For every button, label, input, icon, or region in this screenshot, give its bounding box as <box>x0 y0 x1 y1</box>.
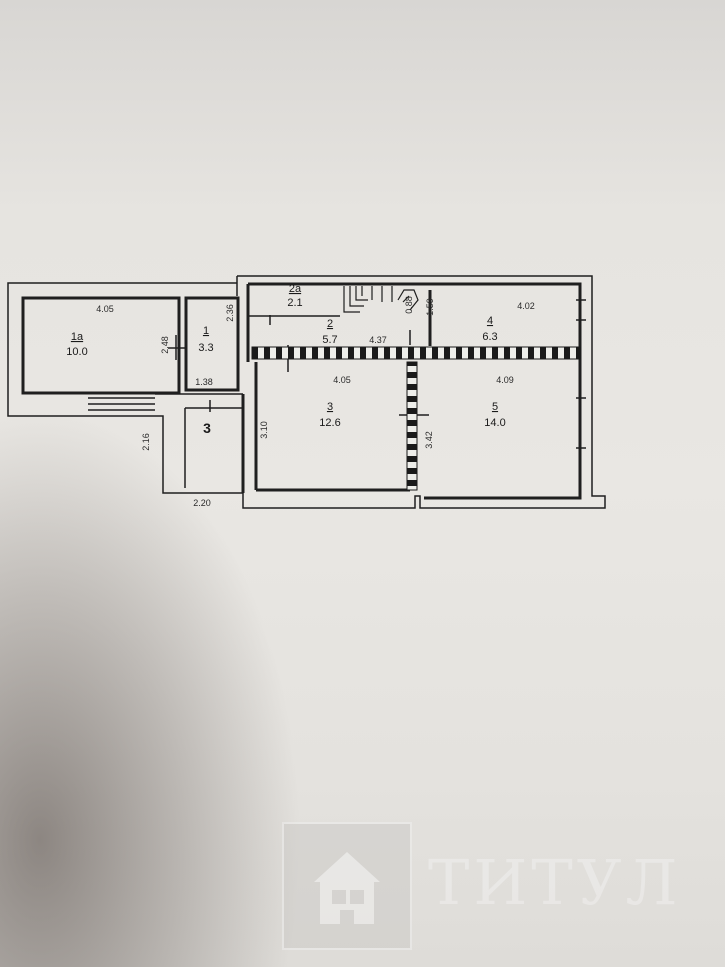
dim-1-38: 1.38 <box>195 377 213 387</box>
dimension-labels: 4.05 2.48 1.38 2.16 2.20 2.36 4.37 0.88 … <box>96 296 535 508</box>
room-area-3: 12.6 <box>319 417 340 429</box>
dim-1-59: 1.59 <box>425 298 435 316</box>
hatched-wall-vertical <box>406 361 418 491</box>
dim-2-36: 2.36 <box>225 304 235 322</box>
dim-4-09: 4.09 <box>496 375 514 385</box>
dim-2-16: 2.16 <box>141 433 151 451</box>
dim-2-48: 2.48 <box>160 336 170 354</box>
dim-3-42: 3.42 <box>424 431 434 449</box>
dim-3-10: 3.10 <box>259 421 269 439</box>
room-number-1a: 1а <box>71 331 84 343</box>
dim-4-37: 4.37 <box>369 335 387 345</box>
room-number-1: 1 <box>203 325 209 337</box>
dim-2-20: 2.20 <box>193 498 211 508</box>
room-number-2: 2 <box>327 318 333 330</box>
dim-4-05-mid: 4.05 <box>333 375 351 385</box>
room-area-2a: 2.1 <box>287 297 302 309</box>
watermark-text: ТИТУЛ <box>428 846 682 919</box>
room-number-2a: 2а <box>289 283 302 295</box>
walls <box>7 275 606 509</box>
room-area-5: 14.0 <box>484 417 505 429</box>
room-number-5: 5 <box>492 401 498 413</box>
room-number-3-small: 3 <box>203 420 211 436</box>
dim-4-02: 4.02 <box>517 301 535 311</box>
room-area-4: 6.3 <box>482 331 497 343</box>
room-area-1: 3.3 <box>198 342 213 354</box>
room-labels: 1а 10.0 1 3.3 2а 2.1 2 5.7 3 3 12.6 4 6.… <box>66 283 505 436</box>
room-area-2: 5.7 <box>322 334 337 346</box>
room-area-1a: 10.0 <box>66 346 87 358</box>
staircase-icon <box>343 286 419 313</box>
watermark: ТИТУЛ <box>282 822 712 950</box>
hatched-wall-horizontal <box>251 346 581 360</box>
room-number-3: 3 <box>327 401 333 413</box>
dim-0-88: 0.88 <box>404 296 414 314</box>
house-logo-icon <box>282 822 412 950</box>
dim-4-05-top: 4.05 <box>96 304 114 314</box>
room-number-4: 4 <box>487 315 493 327</box>
